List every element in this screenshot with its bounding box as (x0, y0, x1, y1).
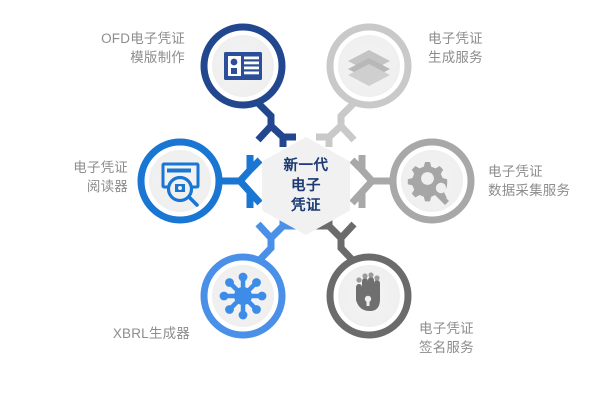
label-data-collection-service: 电子凭证 数据采集服务 (488, 162, 608, 200)
connector-top-left (249, 94, 296, 147)
label-line: 阅读器 (86, 179, 128, 194)
center-label-line-2: 电子 (291, 178, 321, 194)
label-generation-service: 电子凭证 生成服务 (428, 29, 603, 67)
connector-right (349, 155, 393, 208)
label-ofd-template: OFD电子凭证 模版制作 (10, 29, 185, 67)
id-card-icon (224, 52, 262, 80)
label-xbrl-generator: XBRL生成器 (10, 324, 190, 343)
label-line: XBRL生成器 (112, 326, 190, 341)
center-label-line-3: 凭证 (291, 198, 321, 214)
document-search-icon (161, 162, 200, 207)
center-hexagon (262, 137, 350, 235)
label-line: 电子凭证 (428, 31, 483, 46)
label-line: 电子凭证 (73, 160, 128, 175)
label-signature-service: 电子凭证 签名服务 (419, 319, 594, 357)
layers-stack-icon (348, 50, 390, 86)
hand-signature-icon (356, 272, 380, 311)
node-signature-service[interactable] (326, 253, 412, 339)
gear-wrench-icon (407, 162, 449, 205)
node-ofd-template[interactable] (200, 23, 286, 109)
center-label-line-1: 新一代 (283, 158, 329, 174)
connector-top-right (316, 94, 363, 147)
label-line: 电子凭证 (488, 164, 543, 179)
node-xbrl-generator[interactable] (200, 253, 286, 339)
label-line: 模版制作 (130, 50, 185, 65)
label-line: 电子凭证 (419, 321, 474, 336)
node-data-collection-service[interactable] (389, 138, 475, 224)
label-reader: 电子凭证 阅读器 (10, 158, 128, 196)
connector-left (219, 155, 263, 208)
label-line: 数据采集服务 (488, 183, 571, 198)
node-reader[interactable] (137, 138, 223, 224)
hub-snowflake-icon (219, 272, 267, 320)
node-generation-service[interactable] (326, 23, 412, 109)
label-line: 签名服务 (419, 340, 474, 355)
label-line: 生成服务 (428, 50, 483, 65)
center-hexagon-label: 新一代 电子 凭证 (261, 156, 351, 216)
label-line: OFD电子凭证 (101, 31, 185, 46)
